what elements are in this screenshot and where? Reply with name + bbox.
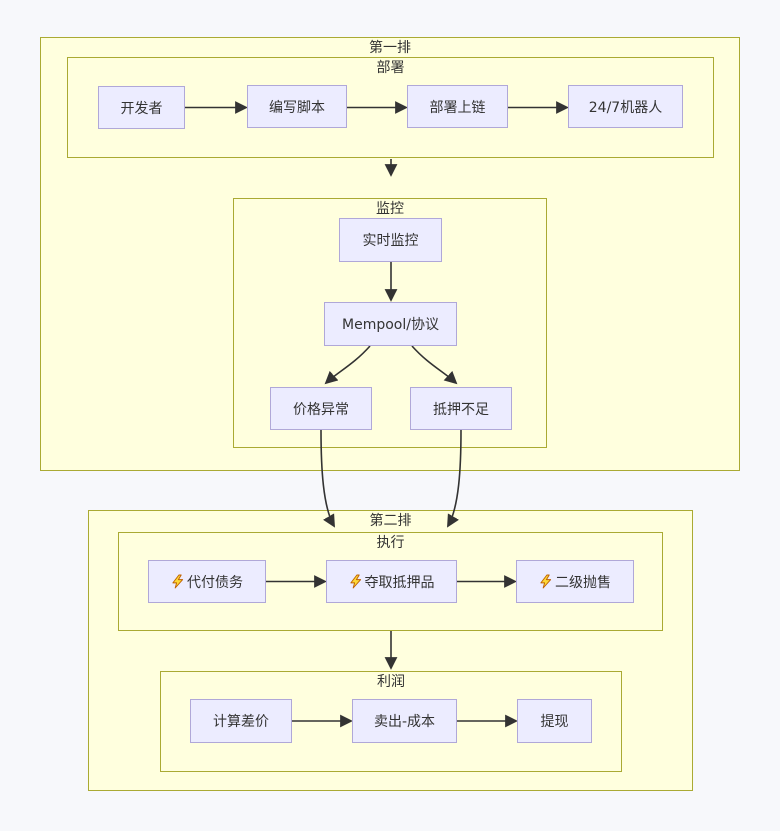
node-realtime-monitor: 实时监控	[339, 218, 442, 262]
node-calc-spread-label: 计算差价	[213, 714, 269, 730]
lightning-icon	[349, 574, 361, 589]
node-undercollateral-label: 抵押不足	[433, 401, 489, 418]
node-developer-label: 开发者	[120, 100, 163, 117]
node-repay-debt: 代付债务	[148, 560, 266, 603]
container-monitor-label: 监控	[376, 201, 404, 217]
node-price-anomaly-label: 价格异常	[293, 401, 349, 418]
node-mempool: Mempool/协议	[324, 302, 457, 346]
node-realtime-monitor-label: 实时监控	[362, 233, 419, 249]
container-execute-label: 执行	[376, 535, 405, 551]
node-calc-spread: 计算差价	[190, 699, 292, 743]
node-write-script-label: 编写脚本	[269, 99, 325, 116]
container-deploy-label: 部署	[376, 60, 405, 76]
node-withdraw: 提现	[517, 699, 592, 743]
node-mempool-label: Mempool/协议	[342, 317, 439, 333]
node-write-script: 编写脚本	[247, 85, 347, 128]
node-seize-collateral-label: 夺取抵押品	[364, 574, 435, 591]
lightning-icon	[540, 574, 552, 589]
node-sell-cost-label: 卖出-成本	[373, 714, 436, 730]
container-row1-label: 第一排	[369, 40, 411, 56]
node-deploy-chain: 部署上链	[407, 85, 508, 128]
node-sell-cost: 卖出-成本	[352, 699, 457, 743]
node-seize-collateral: 夺取抵押品	[326, 560, 457, 603]
node-secondary-dump-label: 二级抛售	[555, 574, 611, 591]
node-price-anomaly: 价格异常	[270, 387, 372, 430]
node-bot-247-label: 24/7机器人	[588, 99, 663, 116]
container-profit-label: 利润	[377, 674, 405, 690]
node-secondary-dump: 二级抛售	[516, 560, 634, 603]
container-row2-label: 第二排	[369, 513, 412, 529]
node-deploy-chain-label: 部署上链	[429, 99, 486, 116]
node-repay-debt-label: 代付债务	[187, 574, 243, 591]
node-undercollateral: 抵押不足	[410, 387, 512, 430]
lightning-icon	[172, 574, 184, 589]
node-withdraw-label: 提现	[540, 714, 569, 730]
node-bot-247: 24/7机器人	[568, 85, 683, 128]
node-developer: 开发者	[98, 86, 185, 129]
